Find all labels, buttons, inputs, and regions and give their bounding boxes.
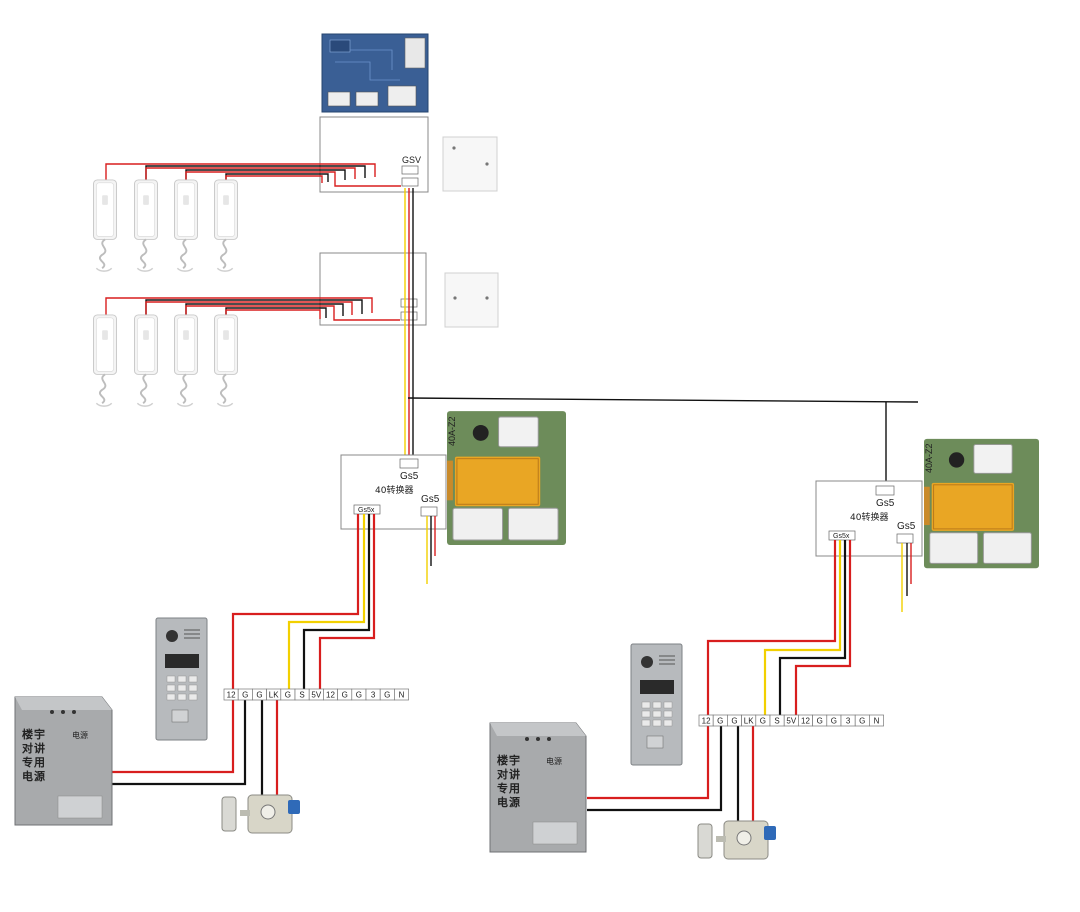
terminal-label: 3 (371, 691, 376, 700)
wiring-right (587, 540, 912, 838)
psu-char: 专 (22, 755, 33, 769)
terminal-label: S (299, 691, 304, 700)
power-supply-box-icon: 电源 楼宇对讲专用电源 (489, 722, 587, 853)
terminal-label: G (242, 691, 248, 700)
handset-wiring-row-2 (105, 297, 400, 321)
terminal-label: S (774, 717, 779, 726)
terminal-label: 12 (227, 691, 236, 700)
terminal-label: G (760, 717, 766, 726)
terminal-label: G (356, 691, 362, 700)
door-station-keypad-icon (155, 617, 208, 741)
intercom-handset-icon (133, 178, 159, 273)
psu-char: 对 (22, 741, 33, 755)
terminal-label: G (384, 691, 390, 700)
electric-lock-icon (221, 794, 300, 834)
terminal-label: G (831, 717, 837, 726)
board-model-label: 40A-Z2 (447, 416, 457, 446)
terminal-label: LK (269, 691, 279, 700)
psu-char: 用 (509, 782, 520, 795)
gs5-label: Gs5 (876, 498, 895, 509)
converter-left: Gs5 40转换器 Gs5x Gs5 (340, 454, 447, 530)
psu-char: 讲 (509, 767, 520, 781)
gsv-label: GSV (402, 155, 421, 165)
door-station-keypad-icon (630, 643, 683, 766)
psu-brand-label: 电源 (546, 756, 562, 766)
psu-char: 源 (34, 769, 45, 783)
terminal-label: G (285, 691, 291, 700)
electric-lock-icon (697, 820, 776, 860)
handsets-floor-1 (92, 178, 239, 273)
gs5-label: Gs5 (421, 494, 440, 505)
wall-plate-icon (444, 272, 499, 328)
psu-brand-label: 电源 (72, 730, 88, 740)
top-circuit-board (321, 33, 429, 113)
board-model-label: 40A-Z2 (924, 443, 934, 473)
intercom-handset-icon (173, 178, 199, 273)
psu-char: 宇 (509, 753, 520, 767)
terminal-label: 12 (801, 717, 810, 726)
floor-distributor-1: GSV (319, 116, 429, 193)
gs5x-label: Gs5x (833, 533, 850, 540)
psu-vertical-text: 楼宇对讲专用电源 (497, 753, 520, 809)
pcb-board-icon (447, 411, 566, 545)
psu-char: 电 (22, 769, 33, 783)
converter-right: Gs5 40转换器 Gs5x Gs5 (815, 480, 923, 557)
terminal-label: G (817, 717, 823, 726)
intercom-handset-icon (213, 178, 239, 273)
wiring-left (112, 514, 436, 812)
terminal-label: LK (744, 717, 754, 726)
terminal-cell (394, 688, 409, 701)
intercom-handset-icon (92, 313, 118, 408)
intercom-handset-icon (213, 313, 239, 408)
floor-distributor-2 (319, 252, 427, 326)
terminal-label: G (859, 717, 865, 726)
intercom-handset-icon (173, 313, 199, 408)
psu-char: 对 (497, 767, 508, 781)
terminal-label: 12 (326, 691, 335, 700)
psu-char: 宇 (34, 727, 45, 741)
converter-label: 40转换器 (375, 484, 413, 496)
terminal-label: N (874, 717, 880, 726)
terminal-label: 5V (786, 717, 796, 726)
terminal-cell (869, 714, 884, 727)
gs5-label: Gs5 (400, 471, 419, 482)
handset-wiring-row-1 (105, 163, 401, 187)
terminal-label: G (342, 691, 348, 700)
terminal-label: G (731, 717, 737, 726)
psu-char: 楼 (497, 753, 508, 767)
psu-char: 用 (34, 756, 45, 769)
intercom-handset-icon (133, 313, 159, 408)
intercom-handset-icon (92, 178, 118, 273)
psu-char: 源 (509, 795, 520, 809)
psu-char: 专 (497, 781, 508, 795)
terminal-label: 3 (846, 717, 851, 726)
power-supply-box-icon: 电源 楼宇对讲专用电源 (14, 696, 113, 826)
riser-bus (404, 188, 919, 486)
pcb-board-icon (924, 438, 1039, 569)
psu-vertical-text: 楼宇对讲专用电源 (22, 727, 45, 783)
converter-label: 40转换器 (850, 511, 888, 523)
terminal-label: N (399, 691, 405, 700)
psu-char: 楼 (22, 727, 33, 741)
psu-char: 讲 (34, 741, 45, 755)
handsets-floor-2 (92, 313, 239, 408)
terminal-label: 5V (311, 691, 321, 700)
psu-char: 电 (497, 795, 508, 809)
terminal-label: G (717, 717, 723, 726)
gs5x-label: Gs5x (358, 507, 375, 514)
gs5-label: Gs5 (897, 521, 916, 532)
wall-plate-icon (442, 136, 498, 192)
terminal-label: 12 (702, 717, 711, 726)
terminal-label: G (256, 691, 262, 700)
